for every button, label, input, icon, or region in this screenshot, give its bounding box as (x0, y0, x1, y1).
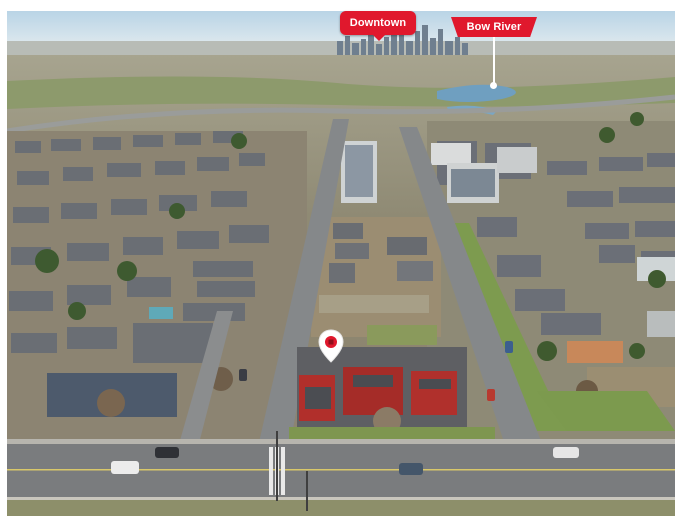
street-poles (276, 431, 308, 511)
map-pin-icon (318, 329, 344, 363)
side-street (177, 311, 233, 451)
central-block (311, 217, 441, 345)
bow-river-leader-line (493, 37, 495, 85)
aerial-photo (7, 11, 675, 516)
downtown-label-text: Downtown (349, 17, 407, 29)
distant-highway (7, 94, 675, 134)
apartment-blocks (341, 141, 537, 203)
second-avenue (399, 127, 545, 451)
bow-river-label-text: Bow River (466, 21, 522, 33)
median-grass (7, 499, 675, 516)
bow-river-leader-dot (490, 82, 497, 89)
lower-sidewalk (7, 497, 675, 500)
boulevard (447, 223, 567, 431)
subject-property (289, 347, 495, 441)
boulevard-far (537, 391, 675, 431)
bow-river-label: Bow River (451, 17, 537, 37)
downtown-skyline (337, 25, 468, 57)
vehicles (111, 341, 579, 475)
main-avenue (257, 119, 349, 451)
green-belt (7, 76, 675, 109)
lane-marking (7, 469, 675, 471)
river (437, 84, 516, 102)
aerial-scene (7, 11, 675, 516)
houses-left (7, 131, 307, 451)
downtown-label: Downtown (340, 11, 416, 41)
sidewalk (7, 439, 675, 444)
